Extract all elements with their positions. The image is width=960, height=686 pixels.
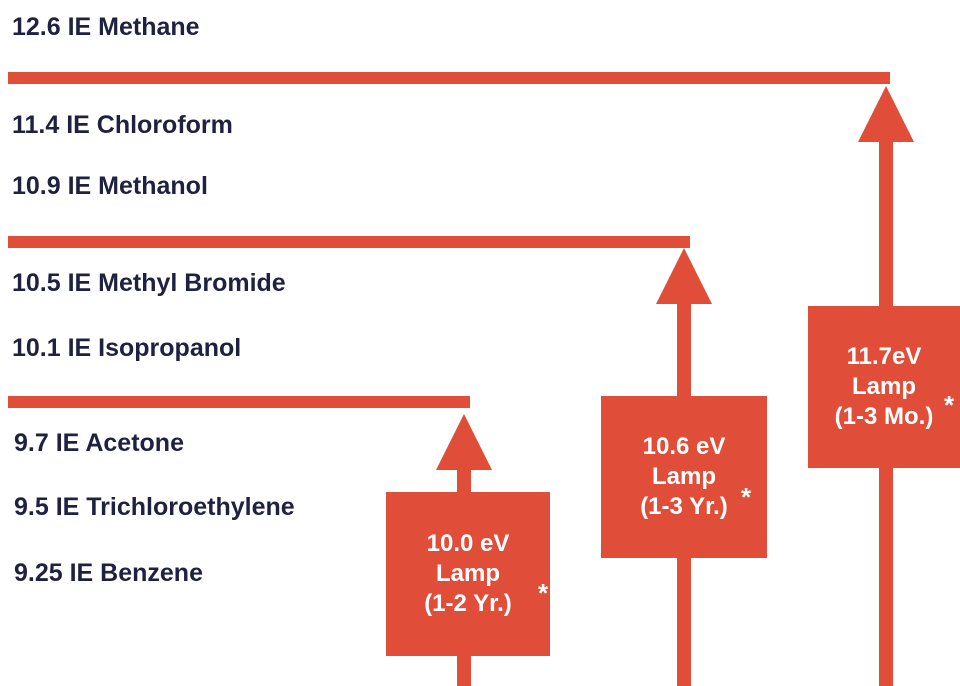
compound-trichloroethylene: 9.5 IE Trichloroethylene	[14, 493, 295, 521]
lamp-11-7-asterisk: *	[944, 390, 955, 420]
lamp-10-0-life: (1-2 Yr.)	[424, 590, 512, 617]
lamp-10-6-arrow-head	[656, 248, 712, 304]
threshold-bar-10-0	[8, 396, 470, 408]
lamp-11-7-life: (1-3 Mo.)	[834, 403, 934, 430]
lamp-11-7-box: 11.7eV Lamp (1-3 Mo.) *	[808, 306, 960, 468]
lamp-10-0-word: Lamp	[435, 560, 500, 587]
compound-acetone: 9.7 IE Acetone	[14, 429, 184, 457]
lamp-11-7-arrow-head	[858, 86, 914, 142]
compound-methyl-bromide: 10.5 IE Methyl Bromide	[12, 269, 286, 297]
compound-benzene: 9.25 IE Benzene	[14, 559, 203, 587]
lamp-10-0-energy: 10.0 eV	[426, 530, 510, 557]
compound-methanol: 10.9 IE Methanol	[12, 172, 208, 200]
lamp-10-6-word: Lamp	[651, 463, 716, 490]
compound-isopropanol: 10.1 IE Isopropanol	[12, 334, 242, 362]
lamp-11-7-energy: 11.7eV	[846, 343, 922, 370]
lamp-10-0-arrow-head	[436, 414, 492, 470]
lamp-10-6-box: 10.6 eV Lamp (1-3 Yr.) *	[601, 396, 767, 558]
lamp-10-0-box: 10.0 eV Lamp (1-2 Yr.) *	[386, 492, 550, 656]
lamp-10-6-energy: 10.6 eV	[642, 433, 726, 460]
lamp-11-7-word: Lamp	[851, 373, 916, 400]
lamp-10-6-life: (1-3 Yr.)	[640, 493, 728, 520]
threshold-bar-11-7	[8, 72, 890, 84]
lamp-10-0-asterisk: *	[538, 578, 549, 608]
compound-methane: 12.6 IE Methane	[12, 13, 200, 41]
lamp-10-6-asterisk: *	[741, 482, 752, 512]
threshold-bar-10-6	[8, 236, 690, 248]
compound-chloroform: 11.4 IE Chloroform	[12, 111, 233, 139]
